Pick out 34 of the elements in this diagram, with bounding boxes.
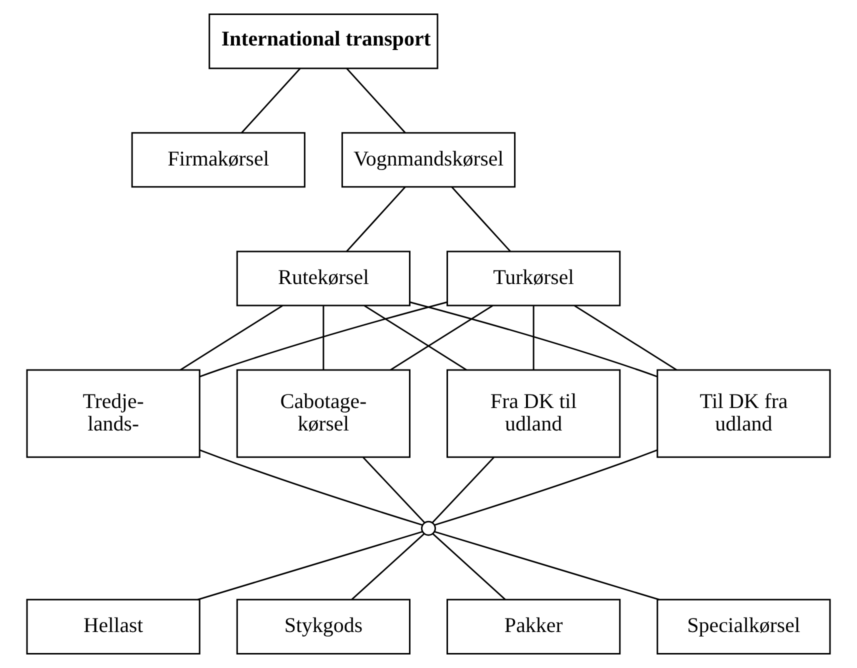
connector <box>432 456 494 524</box>
node-box: Specialkørsel <box>656 598 831 654</box>
connector <box>199 449 423 526</box>
node-box: Vognmandskørsel <box>341 132 516 188</box>
connector <box>346 186 406 252</box>
connector <box>322 306 324 370</box>
node-box: Til DK fra udland <box>656 369 831 458</box>
node-circle <box>421 520 436 536</box>
connector <box>574 305 678 371</box>
connector <box>451 186 511 252</box>
connector <box>180 305 283 371</box>
node-box: Stykgods <box>236 598 410 654</box>
connector <box>362 456 425 524</box>
node-box: Tredje- lands- <box>26 369 200 458</box>
connector <box>432 533 506 600</box>
connector <box>434 530 660 600</box>
connector <box>390 305 493 371</box>
connector <box>199 301 448 378</box>
connector <box>198 530 423 600</box>
connector <box>410 301 658 378</box>
node-box: Firmakørsel <box>131 132 306 188</box>
connector <box>532 306 534 370</box>
node-box: Turkørsel <box>446 250 621 306</box>
connector <box>351 533 424 600</box>
node-box: Pakker <box>446 598 621 654</box>
node-box: Fra DK til udland <box>446 369 621 458</box>
connector <box>364 305 467 371</box>
connector <box>346 68 406 134</box>
connector <box>434 449 658 526</box>
node-box: Hellast <box>26 598 200 654</box>
node-box: International transport <box>208 14 438 70</box>
node-box: Rutekørsel <box>236 250 410 306</box>
connector <box>241 68 301 134</box>
node-box: Cabotage- kørsel <box>236 369 410 458</box>
